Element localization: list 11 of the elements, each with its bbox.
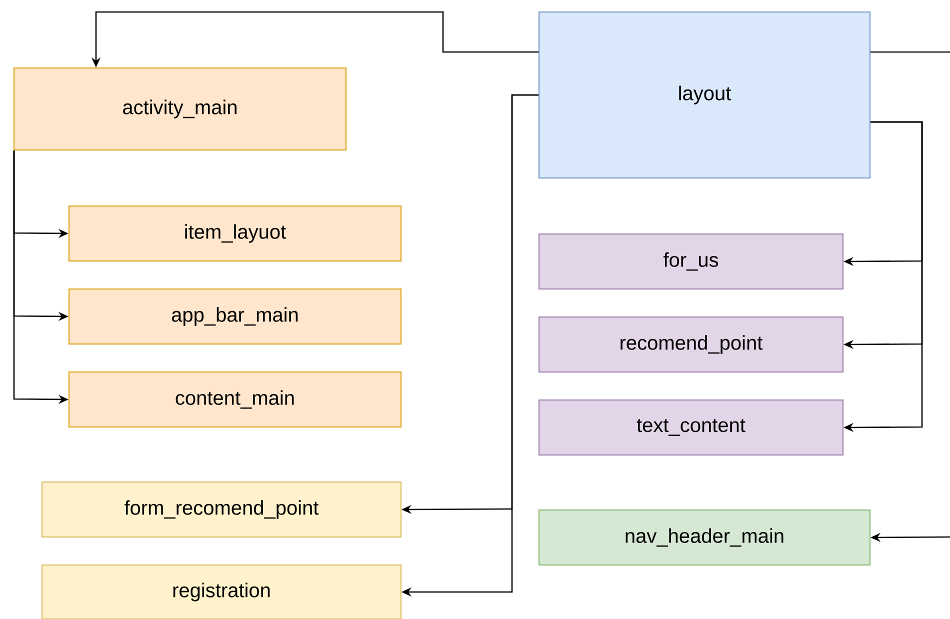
layout-box: for_us (538, 234, 844, 290)
layout-box: form_recomend_point (42, 482, 402, 538)
layout-box: content_main (68, 372, 402, 428)
layout-box: item_layuot (68, 206, 402, 262)
layout-box: text_content (538, 400, 844, 456)
layout-box: registration (42, 564, 402, 619)
layout-box: recomend_point (538, 316, 844, 372)
layout-box: activity_main (14, 68, 346, 150)
layout-box: app_bar_main (68, 288, 402, 344)
layout-box: layout (538, 12, 870, 178)
layout-box: nav_header_main (538, 510, 870, 566)
